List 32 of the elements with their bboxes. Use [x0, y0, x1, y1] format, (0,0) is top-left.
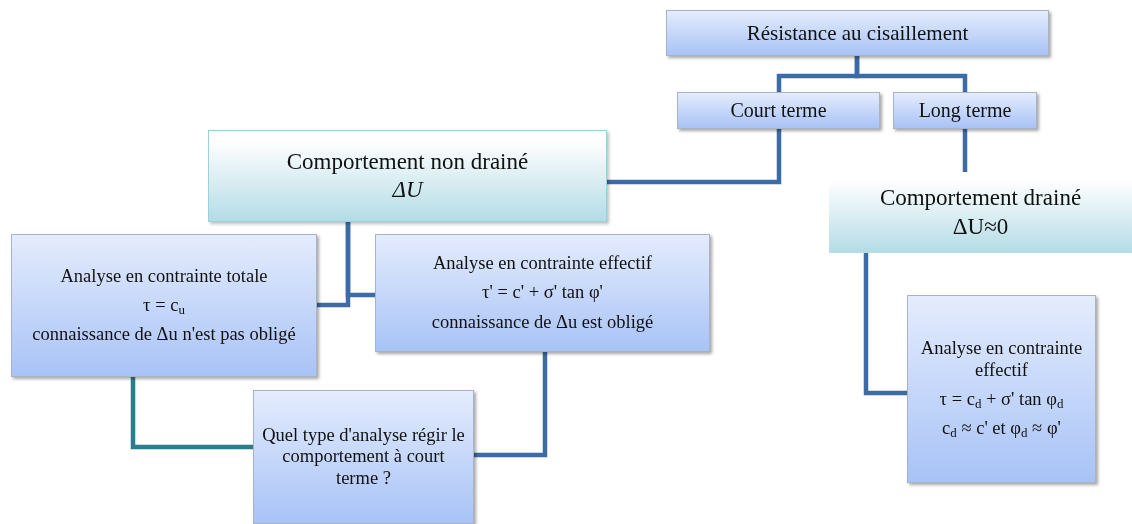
connector-line [863, 253, 907, 396]
connector-line [474, 352, 548, 458]
node-heading: Comportement non drainé [286, 148, 529, 175]
node-heading: Quel type d'analyse régir le comportement à court terme ? [261, 425, 466, 489]
node-text: ΔU≈0 [952, 213, 1009, 240]
analysis-box [375, 234, 710, 352]
node-text: connaissance de Δu n'est pas obligé [32, 324, 296, 346]
connector-line [345, 222, 375, 298]
node-text: connaissance de Δu est obligé [431, 311, 654, 333]
question-box [253, 390, 474, 524]
node-heading: Analyse en contrainte totale [60, 265, 268, 287]
node-text: τ = c$_{u}$ [143, 294, 185, 317]
node-heading: Analyse en contrainte effectif [433, 253, 652, 275]
category-box [893, 92, 1037, 129]
node-text: τ' = c' + σ' tan φ' [482, 282, 603, 304]
connector-line [962, 129, 968, 172]
node-heading: Court terme [730, 99, 827, 122]
connector-line [854, 56, 968, 92]
node-heading: Analyse en contrainte effectif [919, 338, 1084, 381]
behavior-box [208, 130, 607, 222]
analysis-box [11, 234, 317, 377]
node-text: ΔU [392, 177, 423, 204]
connector-line [130, 377, 253, 450]
node-heading: Long terme [918, 99, 1012, 122]
node-heading: Comportement drainé [879, 185, 1082, 212]
category-box [677, 92, 880, 129]
node-heading: Résistance au cisaillement [746, 20, 969, 46]
node-text: τ = c$_{d}$ + σ' tan φ$_{d}$ [939, 389, 1064, 411]
connector-line [607, 129, 782, 185]
node-text: c$_{d}$ ≈ c' et φ$_{d}$ ≈ φ' [942, 418, 1061, 440]
analysis-box [907, 295, 1096, 483]
title-box [666, 10, 1049, 56]
